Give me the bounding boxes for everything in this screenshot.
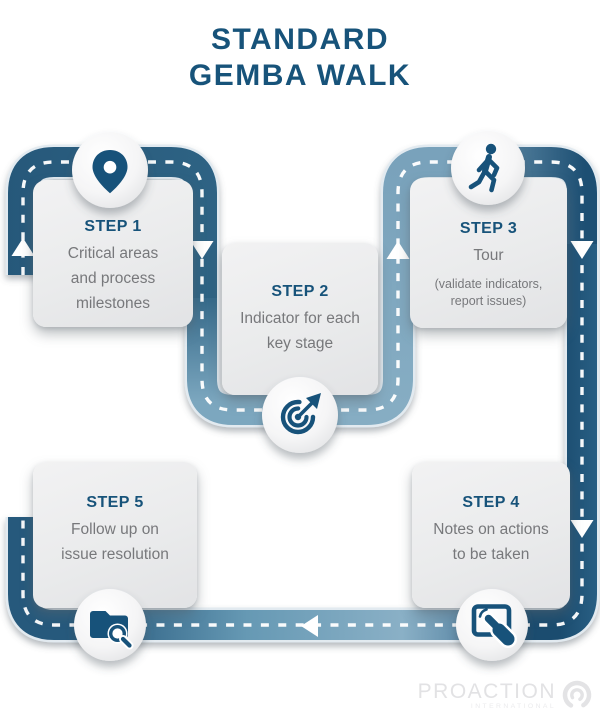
step-card-2: STEP 2 Indicator for each key stage xyxy=(222,243,378,395)
step-5-label: STEP 5 xyxy=(86,493,144,511)
step-card-5: STEP 5 Follow up on issue resolution xyxy=(33,462,197,608)
folder-search-icon xyxy=(90,611,134,650)
page-title: STANDARD GEMBA WALK xyxy=(0,22,600,94)
brand-subtitle: INTERNATIONAL xyxy=(470,702,556,710)
target-arrow-icon xyxy=(280,393,321,435)
step-1-description: Critical areas and process milestones xyxy=(67,244,159,312)
arrow-down-icon xyxy=(190,241,214,259)
brand-logo: PROACTION INTERNATIONAL xyxy=(418,678,594,712)
brand-name: PROACTION xyxy=(417,679,556,703)
step-2-description: Indicator for each key stage xyxy=(240,309,360,352)
step-3-description: Tour xyxy=(473,247,504,264)
step-4-label: STEP 4 xyxy=(462,493,520,511)
step-card-4: STEP 4 Notes on actions to be taken xyxy=(412,462,570,608)
arrow-down-icon xyxy=(570,241,594,259)
step-4-description: Notes on actions to be taken xyxy=(433,520,549,563)
step-card-1: STEP 1 Critical areas and process milest… xyxy=(33,180,193,327)
arrow-up-icon xyxy=(386,241,410,259)
arrow-up-icon xyxy=(11,238,35,256)
step-3-label: STEP 3 xyxy=(459,220,518,237)
step-5-description: Follow up on issue resolution xyxy=(61,520,169,563)
step-3-note: (validate indicators, report issues) xyxy=(434,277,543,308)
step-2-label: STEP 2 xyxy=(271,282,329,300)
tablet-touch-icon xyxy=(471,604,517,648)
page-title-line2: GEMBA WALK xyxy=(188,59,412,92)
step-card-3: STEP 3 Tour (validate indicators, report… xyxy=(410,178,567,328)
page-title-line1: STANDARD xyxy=(210,23,390,56)
arrow-left-icon xyxy=(301,615,318,637)
step-1-label: STEP 1 xyxy=(84,217,142,235)
brand-text: PROACTION INTERNATIONAL xyxy=(418,681,556,710)
proaction-circle-logo-icon xyxy=(562,680,592,710)
arrow-down-icon xyxy=(570,520,594,538)
